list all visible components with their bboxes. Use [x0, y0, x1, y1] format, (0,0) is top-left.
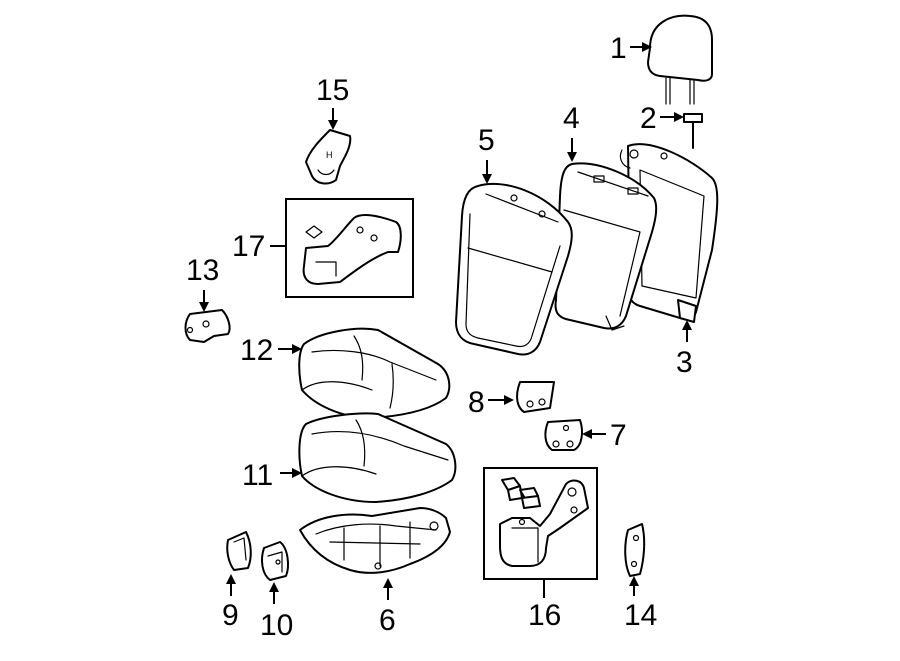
callout-7-label: 7: [610, 419, 627, 452]
callout-7: 7: [582, 419, 627, 452]
callout-17: 17: [232, 230, 286, 263]
part-14-trim: [624, 523, 646, 577]
callout-16: 16: [528, 580, 561, 632]
callout-1: 1: [610, 32, 652, 65]
callout-11: 11: [242, 459, 302, 492]
part-16-hinge-box: [483, 467, 598, 580]
callout-10: 10: [260, 582, 293, 642]
part-11-cushion-pad: [298, 412, 457, 503]
callout-9: 9: [222, 574, 239, 632]
callout-16-label: 16: [528, 599, 561, 632]
callout-9-label: 9: [222, 599, 239, 632]
callout-14-label: 14: [624, 599, 657, 632]
callout-17-label: 17: [232, 230, 265, 263]
callout-5: 5: [478, 124, 495, 184]
callout-3: 3: [676, 320, 693, 379]
part-12-cushion-cover: [298, 327, 451, 419]
part-1-headrest: [647, 14, 713, 105]
part-5-seatback-cover: [455, 182, 573, 356]
part-15-bracket: H: [305, 129, 352, 185]
part-8-plate: [516, 381, 555, 413]
part-2-headrest-guide: [683, 113, 703, 149]
callout-12-label: 12: [240, 334, 273, 367]
callout-13-label: 13: [186, 254, 219, 287]
svg-text:H: H: [326, 150, 333, 160]
callout-8-label: 8: [468, 386, 485, 419]
callout-1-label: 1: [610, 32, 627, 65]
callout-3-label: 3: [676, 346, 693, 379]
part-4-seatback-pad: [554, 162, 658, 331]
part-10-cover: [261, 541, 289, 581]
callout-14: 14: [624, 576, 657, 632]
part-17-bracket-box: [285, 198, 414, 298]
callout-15-label: 15: [316, 74, 349, 107]
callout-10-label: 10: [260, 609, 293, 642]
callout-11-label: 11: [242, 459, 273, 492]
callout-12: 12: [240, 334, 302, 367]
part-7-bracket: [544, 419, 583, 451]
callout-13: 13: [186, 254, 219, 312]
callout-8: 8: [468, 386, 514, 419]
part-6-cushion-frame: [299, 507, 451, 574]
part-13-bracket: [184, 309, 231, 343]
callout-2: 2: [640, 102, 684, 135]
callout-5-label: 5: [478, 124, 495, 157]
part-3-seatback-frame: [619, 143, 719, 323]
callout-4-label: 4: [563, 102, 580, 135]
callout-4: 4: [563, 102, 580, 162]
callout-15: 15: [316, 74, 349, 130]
callout-2-label: 2: [640, 102, 657, 135]
callout-6-label: 6: [379, 604, 396, 637]
callout-6: 6: [379, 578, 396, 637]
part-9-cover: [226, 531, 252, 571]
